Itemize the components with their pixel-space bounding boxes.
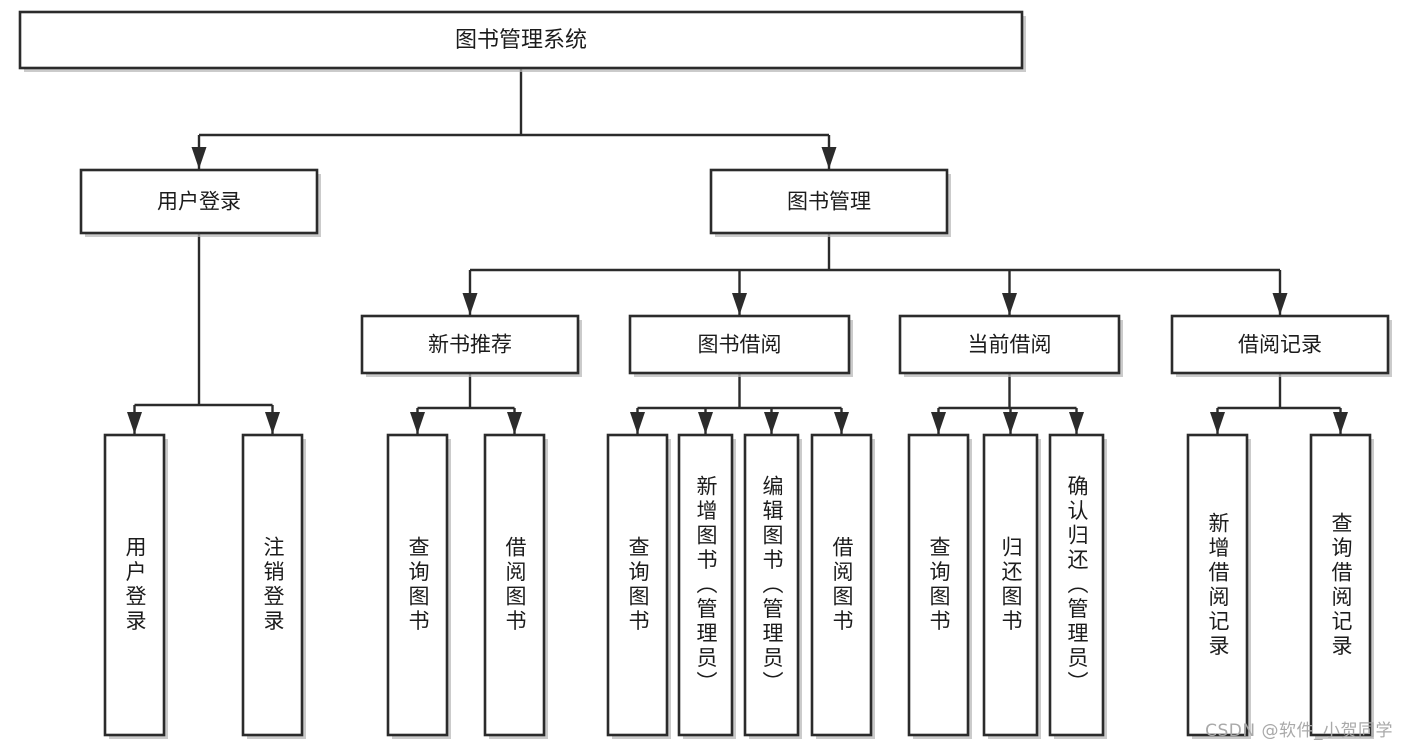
arrow-head-icon-leaf-9 (1003, 412, 1018, 434)
node-box-leaf-12[interactable] (1309, 433, 1372, 737)
arrow-head-icon-leaf-1 (265, 412, 280, 434)
node-box-level2-1[interactable] (709, 168, 949, 235)
node-label-level3-2: 当前借阅 (968, 333, 1052, 357)
node-label-level3-1: 图书借阅 (698, 333, 782, 357)
arrow-head-icon-leaf-8 (931, 412, 946, 434)
node-box-leaf-5[interactable] (677, 433, 734, 737)
node-label-level2-0: 用户登录 (157, 190, 241, 214)
node-label-root: 图书管理系统 (455, 28, 587, 53)
node-box-level3-3[interactable] (1170, 314, 1390, 375)
node-box-leaf-10[interactable] (1048, 433, 1105, 737)
node-label-level2-1: 图书管理 (787, 190, 871, 214)
node-box-leaf-8[interactable] (907, 433, 970, 737)
box-layer (18, 10, 1392, 739)
node-box-leaf-2[interactable] (386, 433, 449, 737)
arrow-head-icon-leaf-3 (507, 412, 522, 434)
node-box-leaf-11[interactable] (1186, 433, 1249, 737)
watermark-text: CSDN @软件_小贺同学 (1205, 721, 1393, 741)
node-box-level3-1[interactable] (628, 314, 851, 375)
node-box-leaf-6[interactable] (743, 433, 800, 737)
node-box-level2-0[interactable] (79, 168, 319, 235)
arrow-head-icon-leaf-6 (764, 412, 779, 434)
connector-layer (127, 68, 1348, 434)
node-label-level3-0: 新书推荐 (428, 333, 512, 357)
node-box-level3-0[interactable] (360, 314, 580, 375)
arrow-head-icon-l3-3 (1272, 293, 1288, 315)
arrow-head-icon-leaf-12 (1333, 412, 1348, 434)
node-box-leaf-3[interactable] (483, 433, 546, 737)
arrow-head-icon-l3-0 (462, 293, 478, 315)
node-label-level3-3: 借阅记录 (1238, 333, 1322, 357)
node-box-leaf-0[interactable] (103, 433, 166, 737)
arrow-head-icon-leaf-4 (630, 412, 645, 434)
node-box-leaf-7[interactable] (810, 433, 873, 737)
arrow-head-icon-leaf-11 (1210, 412, 1225, 434)
arrow-head-icon-leaf-7 (834, 412, 849, 434)
arrow-head-icon-leaf-5 (698, 412, 713, 434)
node-box-leaf-9[interactable] (982, 433, 1039, 737)
node-box-level3-2[interactable] (898, 314, 1121, 375)
arrow-head-icon-leaf-10 (1069, 412, 1084, 434)
arrow-head-icon-l2-1 (821, 147, 837, 169)
arrow-head-icon-l3-2 (1002, 293, 1017, 315)
arrow-head-icon-leaf-0 (127, 412, 142, 434)
arrow-head-icon-l3-1 (732, 293, 747, 315)
node-box-root[interactable] (18, 10, 1024, 70)
arrow-head-icon-l2-0 (191, 147, 207, 169)
node-box-leaf-4[interactable] (606, 433, 669, 737)
arrow-head-icon-leaf-2 (410, 412, 425, 434)
node-box-leaf-1[interactable] (241, 433, 304, 737)
